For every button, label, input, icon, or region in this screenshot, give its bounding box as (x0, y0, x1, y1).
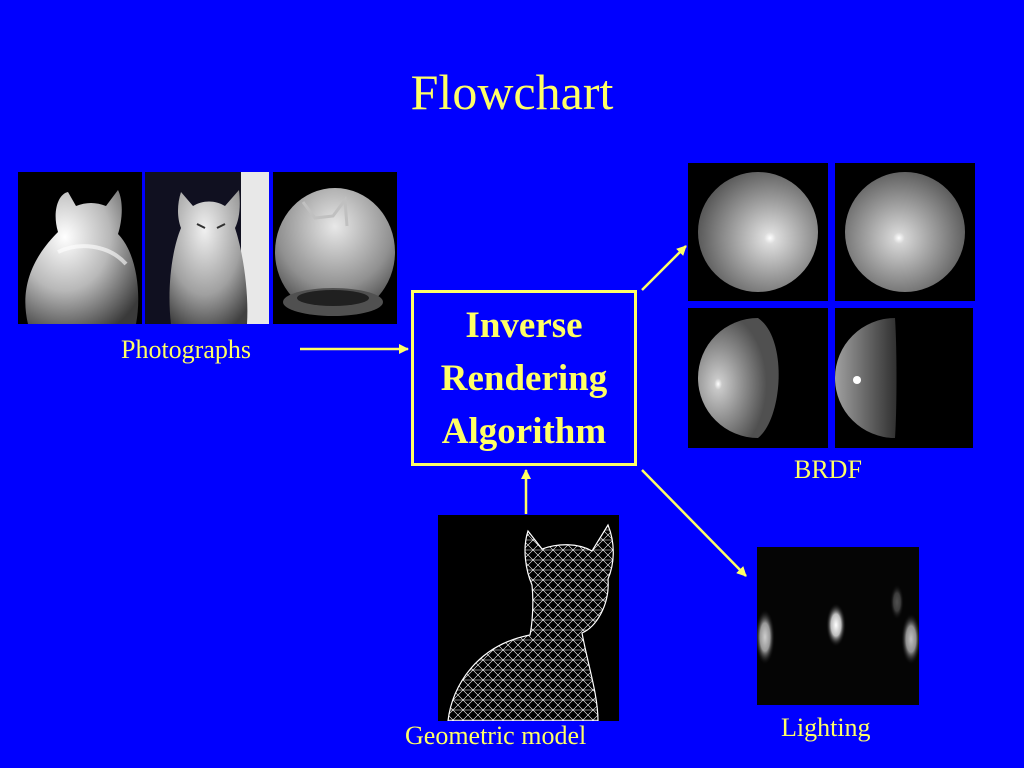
photographs-label: Photographs (121, 335, 251, 364)
cat-photo-1 (18, 172, 142, 324)
algorithm-label: Inverse Rendering Algorithm (440, 304, 608, 452)
geometric-model-wireframe (438, 515, 619, 721)
lighting-map (757, 547, 919, 705)
geometric-model-label: Geometric model (405, 721, 587, 750)
cat-photo-3 (273, 172, 397, 324)
arrow-algorithm-to-brdf (641, 245, 687, 291)
arrow-algorithm-to-lighting (641, 469, 747, 577)
brdf-halfsphere-1 (688, 308, 828, 448)
inverse-rendering-algorithm-box: Inverse Rendering Algorithm (411, 290, 637, 466)
brdf-sphere-1 (688, 163, 828, 301)
brdf-halfsphere-2 (835, 308, 973, 448)
brdf-sphere-2 (835, 163, 975, 301)
cat-photo-2 (145, 172, 269, 324)
lighting-label: Lighting (781, 713, 871, 742)
slide-title: Flowchart (410, 64, 614, 120)
brdf-label: BRDF (794, 455, 862, 484)
